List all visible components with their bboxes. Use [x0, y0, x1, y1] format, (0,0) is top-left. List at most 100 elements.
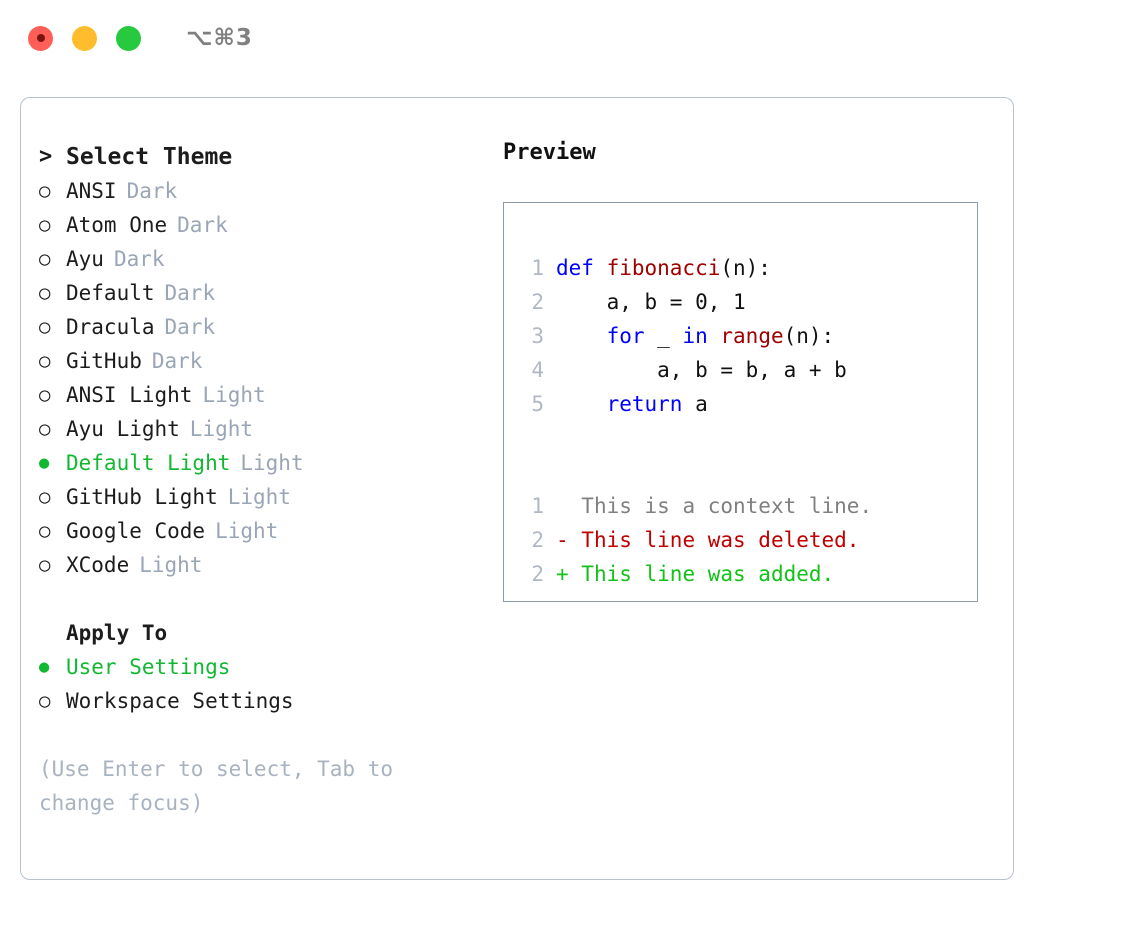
theme-name: Default Light — [66, 451, 231, 475]
line-number: 2 — [531, 528, 544, 552]
code-token — [556, 392, 607, 416]
theme-variant-tag: Dark — [164, 281, 216, 305]
theme-option-dracula-dark[interactable]: ○ Dracula Dark — [39, 310, 491, 344]
radio-unselected-icon: ○ — [39, 689, 51, 712]
code-token: range — [720, 324, 784, 348]
theme-name: XCode — [66, 553, 130, 577]
theme-option-ayu-light[interactable]: ○ Ayu Light Light — [39, 412, 491, 446]
radio-selected-icon: ● — [39, 452, 50, 473]
select-theme-title: Select Theme — [66, 144, 233, 170]
radio-unselected-icon: ○ — [39, 383, 51, 406]
code-line: 2 a, b = 0, 1 — [518, 285, 977, 319]
theme-variant-tag: Light — [202, 383, 266, 407]
radio-unselected-icon: ○ — [39, 179, 51, 202]
theme-name: GitHub — [66, 349, 142, 373]
theme-name: Ayu Light — [66, 417, 180, 441]
preview-column: Preview 1 def fibonacci(n): 2 a, b = 0, … — [491, 140, 1013, 820]
traffic-lights — [28, 25, 141, 51]
theme-option-ayu-dark[interactable]: ○ Ayu Dark — [39, 242, 491, 276]
section-spacer — [39, 582, 491, 616]
apply-to-title: Apply To — [66, 621, 168, 645]
theme-variant-tag: Dark — [126, 179, 178, 203]
theme-option-ansi-light[interactable]: ○ ANSI Light Light — [39, 378, 491, 412]
code-token: (n): — [720, 256, 771, 280]
theme-option-default-light[interactable]: ● Default Light Light — [39, 446, 491, 480]
diff-text: This is a context line. — [568, 494, 873, 518]
code-line: 3 for _ in range(n): — [518, 319, 977, 353]
theme-name: GitHub Light — [66, 485, 218, 509]
diff-line-context: 1 This is a context line. — [518, 489, 977, 523]
theme-picker-column: > Select Theme ○ ANSI Dark ○ Atom One Da… — [21, 140, 491, 820]
preview-title: Preview — [503, 140, 596, 165]
select-theme-header: > Select Theme — [39, 140, 491, 174]
code-token: (n): — [783, 324, 835, 348]
theme-name: Dracula — [66, 315, 155, 339]
line-number: 3 — [531, 324, 544, 348]
theme-variant-tag: Dark — [164, 315, 216, 339]
theme-name: Atom One — [66, 213, 168, 237]
apply-to-label: User Settings — [66, 655, 231, 679]
close-window-button[interactable] — [28, 25, 53, 51]
theme-name: ANSI Light — [66, 383, 193, 407]
maximize-window-button[interactable] — [116, 25, 141, 51]
theme-variant-tag: Dark — [151, 349, 203, 373]
line-number: 2 — [531, 290, 544, 314]
theme-variant-tag: Light — [189, 417, 254, 441]
theme-variant-tag: Light — [227, 485, 291, 509]
code-token: fibonacci — [606, 256, 721, 280]
code-token — [556, 324, 607, 348]
code-token: in — [682, 324, 721, 348]
radio-unselected-icon: ○ — [39, 519, 51, 542]
code-blank-line — [518, 455, 977, 489]
theme-option-ansi-dark[interactable]: ○ ANSI Dark — [39, 174, 491, 208]
radio-unselected-icon: ○ — [39, 485, 51, 508]
apply-to-option-workspace-settings[interactable]: ○ Workspace Settings — [39, 684, 491, 718]
diff-marker — [556, 494, 569, 518]
code-token: return — [606, 392, 696, 416]
theme-name: ANSI — [66, 179, 117, 203]
radio-unselected-icon: ○ — [39, 349, 51, 372]
apply-to-option-user-settings[interactable]: ● User Settings — [39, 650, 491, 684]
theme-option-google-code[interactable]: ○ Google Code Light — [39, 514, 491, 548]
code-token: a — [695, 392, 708, 416]
preview-box: 1 def fibonacci(n): 2 a, b = 0, 1 3 for … — [503, 202, 978, 602]
main-panel: > Select Theme ○ ANSI Dark ○ Atom One Da… — [20, 97, 1014, 880]
theme-variant-tag: Light — [240, 451, 304, 475]
theme-option-xcode[interactable]: ○ XCode Light — [39, 548, 491, 582]
code-line: 5 return a — [518, 387, 977, 421]
theme-name: Google Code — [66, 519, 206, 543]
code-token: _ — [657, 324, 683, 348]
diff-marker: + — [556, 562, 569, 586]
code-line: 1 def fibonacci(n): — [518, 251, 977, 285]
line-number: 1 — [531, 494, 544, 518]
line-number: 2 — [531, 562, 544, 586]
theme-variant-tag: Light — [139, 553, 203, 577]
radio-unselected-icon: ○ — [39, 247, 51, 270]
radio-unselected-icon: ○ — [39, 553, 51, 576]
apply-to-header: ○ Apply To — [39, 616, 491, 650]
theme-option-github-dark[interactable]: ○ GitHub Dark — [39, 344, 491, 378]
radio-unselected-icon: ○ — [39, 315, 51, 338]
diff-marker: - — [556, 528, 569, 552]
diff-line-added: 2 + This line was added. — [518, 557, 977, 591]
radio-selected-icon: ● — [39, 656, 50, 677]
prompt-caret-icon: > — [39, 144, 53, 169]
theme-variant-tag: Dark — [177, 213, 228, 237]
code-token: a, b = b, a + b — [556, 358, 847, 382]
minimize-window-button[interactable] — [72, 25, 97, 51]
radio-unselected-icon: ○ — [39, 281, 51, 304]
theme-option-default-dark[interactable]: ○ Default Dark — [39, 276, 491, 310]
theme-name: Default — [66, 281, 155, 305]
theme-variant-tag: Dark — [113, 247, 165, 271]
diff-line-deleted: 2 - This line was deleted. — [518, 523, 977, 557]
code-token: for — [606, 324, 658, 348]
code-token: def — [556, 256, 607, 280]
title-bar: ⌥⌘3 — [0, 0, 1140, 76]
bullet-placeholder-icon: ○ — [39, 624, 66, 643]
theme-option-github-light[interactable]: ○ GitHub Light Light — [39, 480, 491, 514]
radio-unselected-icon: ○ — [39, 213, 51, 236]
code-blank-line — [518, 421, 977, 455]
code-line: 4 a, b = b, a + b — [518, 353, 977, 387]
theme-option-atom-one-dark[interactable]: ○ Atom One Dark — [39, 208, 491, 242]
keyboard-hint-text: (Use Enter to select, Tab to change focu… — [39, 757, 394, 815]
